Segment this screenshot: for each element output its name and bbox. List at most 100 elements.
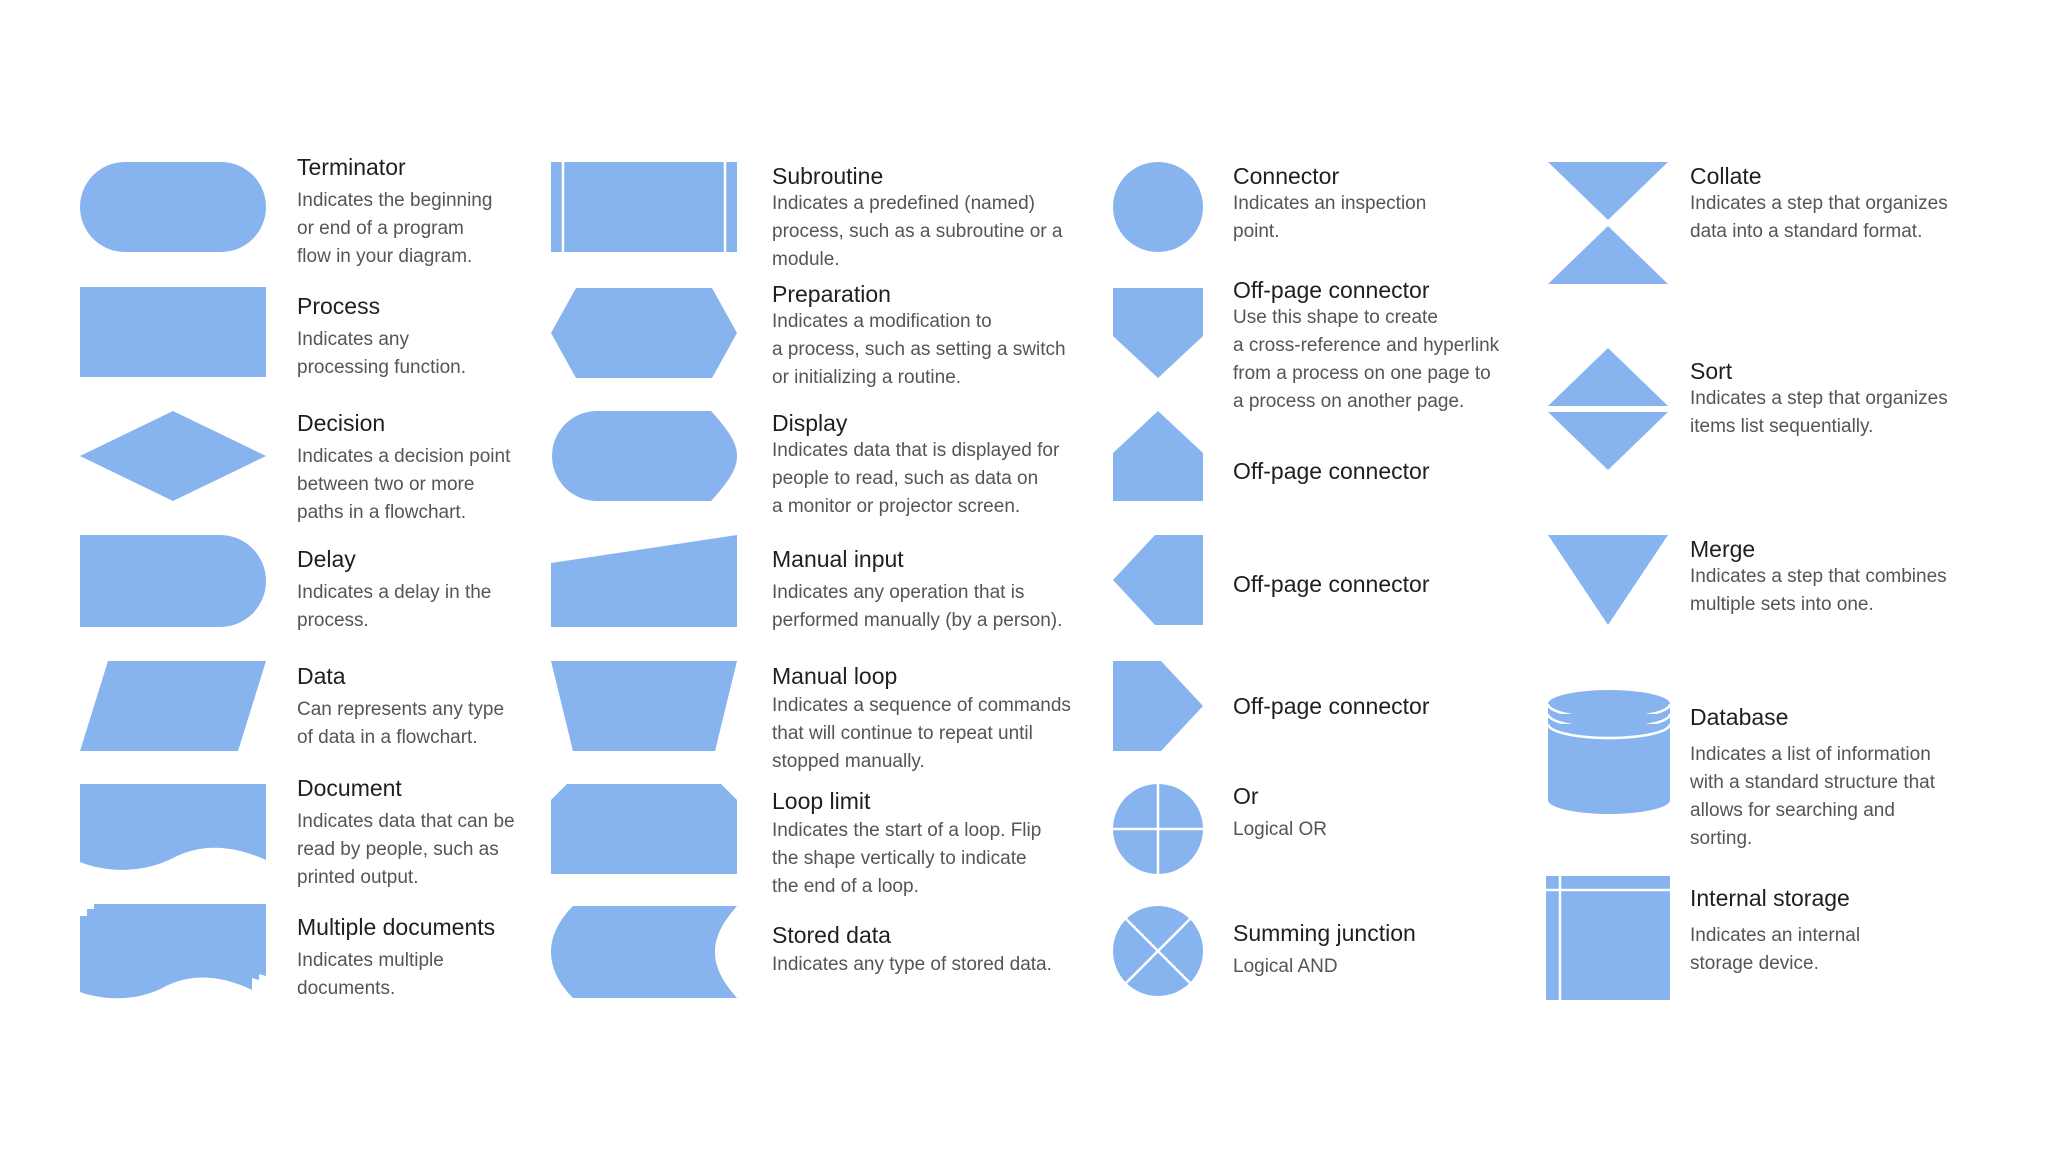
symbol-title: Subroutine (772, 163, 884, 189)
summing-junction-shape (1113, 906, 1203, 996)
connector-shape (1113, 162, 1203, 252)
symbol-title: Collate (1690, 163, 1762, 189)
symbol-title: Sort (1690, 358, 1733, 384)
symbol-summing-junction: Summing junction Logical AND (1233, 919, 1416, 981)
symbol-title: Internal storage (1690, 885, 1850, 911)
symbol-description: Indicates a predefined (named)process, s… (772, 193, 1063, 270)
symbol-title: Preparation (772, 281, 891, 307)
symbol-manual-loop: Manual loop Indicates a sequence of comm… (772, 662, 1071, 776)
symbol-off-page-connector-left: Off-page connector (1233, 570, 1429, 598)
symbol-title: Multiple documents (297, 914, 496, 940)
database-shape (1546, 690, 1672, 814)
symbol-title: Summing junction (1233, 920, 1416, 946)
symbol-title: Document (297, 775, 402, 801)
symbol-title: Off-page connector (1233, 571, 1430, 597)
symbol-title: Delay (297, 546, 356, 572)
symbol-title: Terminator (297, 154, 406, 180)
symbol-database: Database Indicates a list of information… (1690, 703, 1935, 853)
symbol-title: Or (1233, 783, 1259, 809)
symbol-title: Data (297, 663, 346, 689)
symbol-description: Indicates any type of stored data. (772, 954, 1052, 975)
preparation-shape (551, 288, 737, 378)
symbol-title: Decision (297, 410, 386, 436)
off-page-connector-up-shape (1113, 411, 1203, 501)
symbol-title: Manual loop (772, 663, 898, 689)
internal-storage-shape (1546, 876, 1670, 1000)
symbol-title: Process (297, 293, 381, 319)
symbol-loop-limit: Loop limit Indicates the start of a loop… (772, 787, 1041, 901)
terminator-shape (80, 162, 266, 252)
symbol-stored-data: Stored data Indicates any type of stored… (772, 921, 1052, 979)
symbol-title: Off-page connector (1233, 458, 1430, 484)
symbol-off-page-connector: Off-page connector Use this shape to cre… (1233, 276, 1499, 416)
symbol-display: Display Indicates data that is displayed… (772, 409, 1059, 521)
symbol-title: Merge (1690, 536, 1756, 562)
or-shape (1113, 784, 1203, 874)
symbol-off-page-connector-up: Off-page connector (1233, 457, 1429, 485)
symbol-description: Logical OR (1233, 819, 1327, 840)
multiple-documents-shape (80, 904, 266, 999)
symbol-description: Logical AND (1233, 956, 1338, 977)
symbol-title: Database (1690, 704, 1789, 730)
off-page-connector-left-shape (1113, 535, 1203, 625)
symbol-title: Off-page connector (1233, 277, 1430, 303)
symbol-or: Or Logical OR (1233, 782, 1327, 844)
symbol-title: Stored data (772, 922, 891, 948)
subroutine-shape (551, 162, 737, 252)
manual-input-shape (551, 535, 737, 627)
delay-shape (80, 535, 266, 627)
symbol-off-page-connector-right: Off-page connector (1233, 692, 1429, 720)
decision-shape (80, 411, 266, 501)
symbol-title: Manual input (772, 546, 904, 572)
symbol-manual-input: Manual input Indicates any operation tha… (772, 545, 1062, 635)
process-shape (80, 287, 266, 377)
loop-limit-shape (551, 784, 737, 874)
manual-loop-shape (551, 661, 737, 751)
merge-shape (1548, 535, 1668, 625)
off-page-connector-shape (1113, 288, 1203, 378)
symbol-subroutine: Subroutine Indicates a predefined (named… (772, 162, 1062, 274)
display-shape (552, 411, 737, 501)
document-shape (80, 784, 266, 870)
stored-data-shape (551, 906, 737, 998)
symbol-title: Loop limit (772, 788, 871, 814)
data-shape (80, 661, 266, 751)
sort-shape (1548, 348, 1668, 470)
collate-shape (1548, 162, 1668, 284)
off-page-connector-right-shape (1113, 661, 1203, 751)
symbol-title: Connector (1233, 163, 1340, 189)
symbol-title: Display (772, 410, 848, 436)
